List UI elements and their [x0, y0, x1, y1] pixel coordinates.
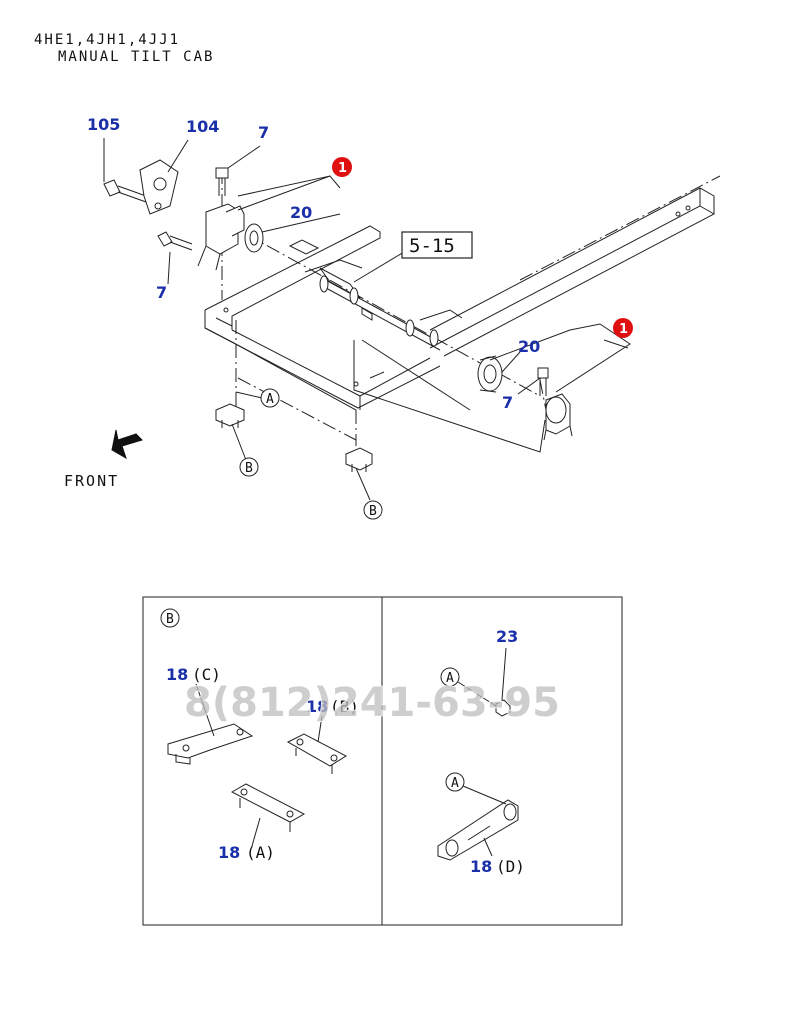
circle-label-a-upper: A: [440, 667, 497, 707]
callout-20-left[interactable]: 20: [290, 203, 312, 222]
reference-box-label[interactable]: 5-15: [409, 235, 455, 257]
callout-7-upper[interactable]: 7: [258, 123, 269, 142]
right-hinge-parts: [477, 355, 573, 441]
svg-text:1: 1: [338, 161, 347, 176]
circle-label-a-lower: A: [445, 772, 507, 805]
callout-7-right[interactable]: 7: [502, 393, 513, 412]
frame-assembly: [204, 187, 715, 453]
callout-18a-letter: (A): [246, 843, 275, 862]
front-arrow-icon: [111, 429, 143, 460]
callout-18a-number[interactable]: 18: [218, 843, 240, 862]
callout-105[interactable]: 105: [87, 115, 120, 134]
callout-18b-letter: (B): [330, 697, 359, 716]
svg-text:A: A: [451, 776, 459, 791]
circle-label-a: A: [260, 388, 280, 408]
callout-badge-1-left[interactable]: 1: [332, 157, 352, 177]
callout-18c-letter: (C): [192, 665, 221, 684]
shaft-assembly: [221, 170, 721, 446]
svg-text:B: B: [369, 504, 377, 519]
circle-label-b-left: B: [239, 457, 259, 477]
phone-watermark: 8(812)241-63-95: [184, 680, 560, 726]
callout-18d-letter: (D): [496, 857, 525, 876]
circle-label-b-right: B: [363, 500, 383, 520]
callout-18b-number[interactable]: 18: [306, 697, 328, 716]
leader-lines: [103, 138, 631, 501]
engine-models: 4HE1,4JH1,4JJ1: [34, 32, 181, 48]
detail-section-label-b: B: [160, 608, 180, 628]
callout-104[interactable]: 104: [186, 117, 219, 136]
front-label: FRONT: [64, 472, 119, 490]
callout-7-lower[interactable]: 7: [156, 283, 167, 302]
plate-18c: [167, 683, 254, 765]
callout-badge-1-right[interactable]: 1: [613, 318, 633, 338]
detail-panel: B 18 (C) 18 (B) 18 (A): [142, 596, 623, 926]
callout-18c-number[interactable]: 18: [166, 665, 188, 684]
callout-18d-number[interactable]: 18: [470, 857, 492, 876]
plate-18a: [230, 783, 306, 847]
svg-text:1: 1: [619, 322, 628, 337]
nut-23: [495, 647, 511, 717]
plate-18b: [286, 715, 348, 774]
left-hinge-parts: [103, 159, 264, 271]
reference-box: [401, 231, 473, 259]
bracket-18d: [437, 799, 519, 861]
callout-20-right[interactable]: 20: [518, 337, 540, 356]
svg-text:B: B: [166, 612, 174, 627]
svg-text:B: B: [245, 461, 253, 476]
callout-23-number[interactable]: 23: [496, 627, 518, 646]
mount-parts: [215, 403, 373, 472]
diagram-title: MANUAL TILT CAB: [58, 49, 215, 65]
svg-text:A: A: [266, 392, 274, 407]
svg-text:A: A: [446, 671, 454, 686]
